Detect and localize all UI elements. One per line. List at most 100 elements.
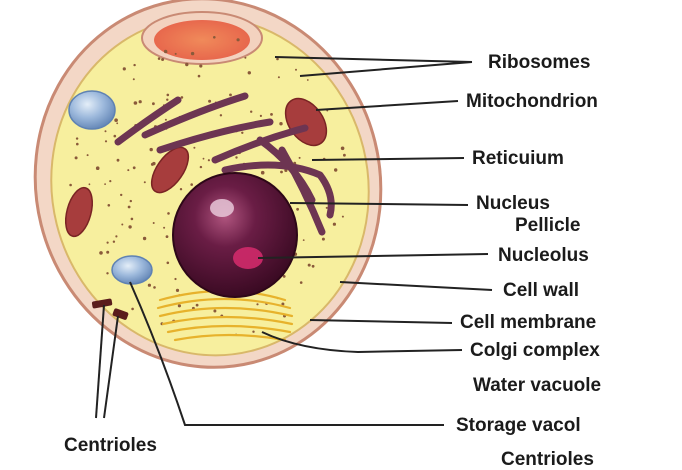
label-mitochondrion: Mitochondrion — [466, 92, 598, 111]
ribosome-dot — [167, 262, 170, 265]
label-golgi-complex: Colgi complex — [470, 341, 600, 360]
ribosome-dot — [133, 64, 135, 66]
ribosome-dot — [198, 75, 201, 78]
ribosome-dot — [166, 99, 168, 101]
ribosome-dot — [150, 148, 153, 151]
ribosome-dot — [152, 102, 155, 105]
ribosome-dot — [158, 57, 161, 60]
ribosome-dot — [128, 206, 131, 209]
label-nucleolus: Nucleolus — [498, 246, 589, 265]
ribosome-dot — [113, 241, 115, 243]
ribosome-dot — [307, 79, 309, 81]
ribosome-dot — [75, 156, 78, 159]
ribosome-dot — [167, 94, 170, 97]
ribosome-dot — [174, 278, 176, 280]
label-reticulum: Reticuium — [472, 149, 564, 168]
ribosome-dot — [69, 184, 72, 187]
label-nucleus: Nucleus — [476, 194, 550, 213]
ribosome-dot — [343, 154, 346, 157]
ribosome-dot — [279, 122, 282, 125]
ribosome-dot — [208, 159, 210, 161]
ribosome-dot — [166, 235, 169, 238]
ribosome-dot — [139, 100, 142, 103]
ribosome-dot — [99, 251, 103, 255]
ribosome-dot — [270, 113, 273, 116]
ribosome-dot — [256, 303, 258, 305]
ribosome-dot — [278, 76, 280, 78]
ribosome-dot — [76, 137, 78, 139]
ribosome-dot — [176, 289, 179, 292]
ribosome-dot — [180, 188, 182, 190]
ribosome-dot — [106, 272, 108, 274]
ribosome-dot — [87, 154, 89, 156]
ribosome-dot — [199, 64, 202, 67]
ribosome-dot — [235, 156, 237, 158]
label-centrioles-right: Centrioles — [501, 450, 594, 469]
ribosome-dot — [107, 242, 109, 244]
ribosome-dot — [326, 207, 328, 209]
label-cell-wall: Cell wall — [503, 281, 579, 300]
ribosome-dot — [191, 52, 194, 55]
ribosome-dot — [123, 67, 126, 70]
label-cell-membrane: Cell membrane — [460, 313, 596, 332]
label-pellicle: Pellicle — [515, 216, 581, 235]
ribosome-dot — [260, 115, 262, 117]
ribosome-dot — [127, 169, 129, 171]
ribosome-dot — [163, 227, 165, 229]
ribosome-dot — [295, 69, 297, 71]
ribosome-dot — [308, 264, 311, 267]
line-cell-membrane — [310, 320, 452, 323]
label-centrioles-left: Centrioles — [64, 436, 157, 455]
ribosome-dot — [203, 158, 205, 160]
ribosome-dot — [115, 235, 117, 237]
ribosome-dot — [108, 204, 111, 207]
ribosome-dot — [175, 53, 177, 55]
ribosome-dot — [134, 101, 138, 105]
ribosome-dot — [213, 36, 216, 39]
label-storage-vacuole: Storage vacol — [456, 416, 581, 435]
ribosome-dot — [114, 118, 118, 122]
ribosome-dot — [280, 171, 283, 174]
ribosome-dot — [153, 222, 155, 224]
label-ribosomes: Ribosomes — [488, 53, 590, 72]
ribosome-dot — [121, 224, 123, 226]
ribosome-dot — [322, 238, 325, 241]
ribosome-dot — [130, 200, 132, 202]
ribosome-dot — [148, 284, 151, 287]
ribosome-dot — [165, 119, 167, 121]
nucleus — [173, 173, 297, 297]
ribosome-dot — [120, 194, 122, 196]
ribosome-dot — [342, 216, 344, 218]
ribosome-dot — [241, 132, 243, 134]
ribosome-dot — [153, 286, 156, 289]
ribosome-dot — [133, 166, 136, 169]
ribosome-dot — [105, 130, 107, 132]
ribosome-dot — [237, 38, 240, 41]
nucleus-highlight — [210, 199, 234, 217]
ribosome-dot — [333, 223, 336, 226]
ribosome-dot — [196, 304, 199, 307]
ribosome-dot — [185, 63, 188, 66]
ribosome-dot — [334, 168, 337, 171]
ribosome-dot — [303, 239, 305, 241]
ribosome-dot — [105, 140, 107, 142]
ribosome-dot — [89, 183, 91, 185]
ribosome-dot — [208, 100, 211, 103]
ribosome-dot — [244, 57, 246, 59]
ribosome-dot — [104, 183, 106, 185]
ribosome-dot — [131, 218, 134, 221]
ribosome-dot — [167, 212, 170, 215]
ribosome-dot — [116, 122, 118, 124]
ribosome-dot — [193, 147, 195, 149]
ribosome-dot — [341, 147, 345, 151]
ribosome-dot — [250, 111, 252, 113]
ribosome-dot — [213, 310, 216, 313]
ribosome-dot — [299, 157, 301, 159]
ribosome-dot — [96, 166, 100, 170]
ribosome-dot — [261, 171, 265, 175]
ribosome-dot — [131, 308, 134, 311]
ribosome-dot — [128, 225, 131, 228]
ribosome-dot — [133, 78, 135, 80]
ribosome-dot — [190, 183, 193, 186]
